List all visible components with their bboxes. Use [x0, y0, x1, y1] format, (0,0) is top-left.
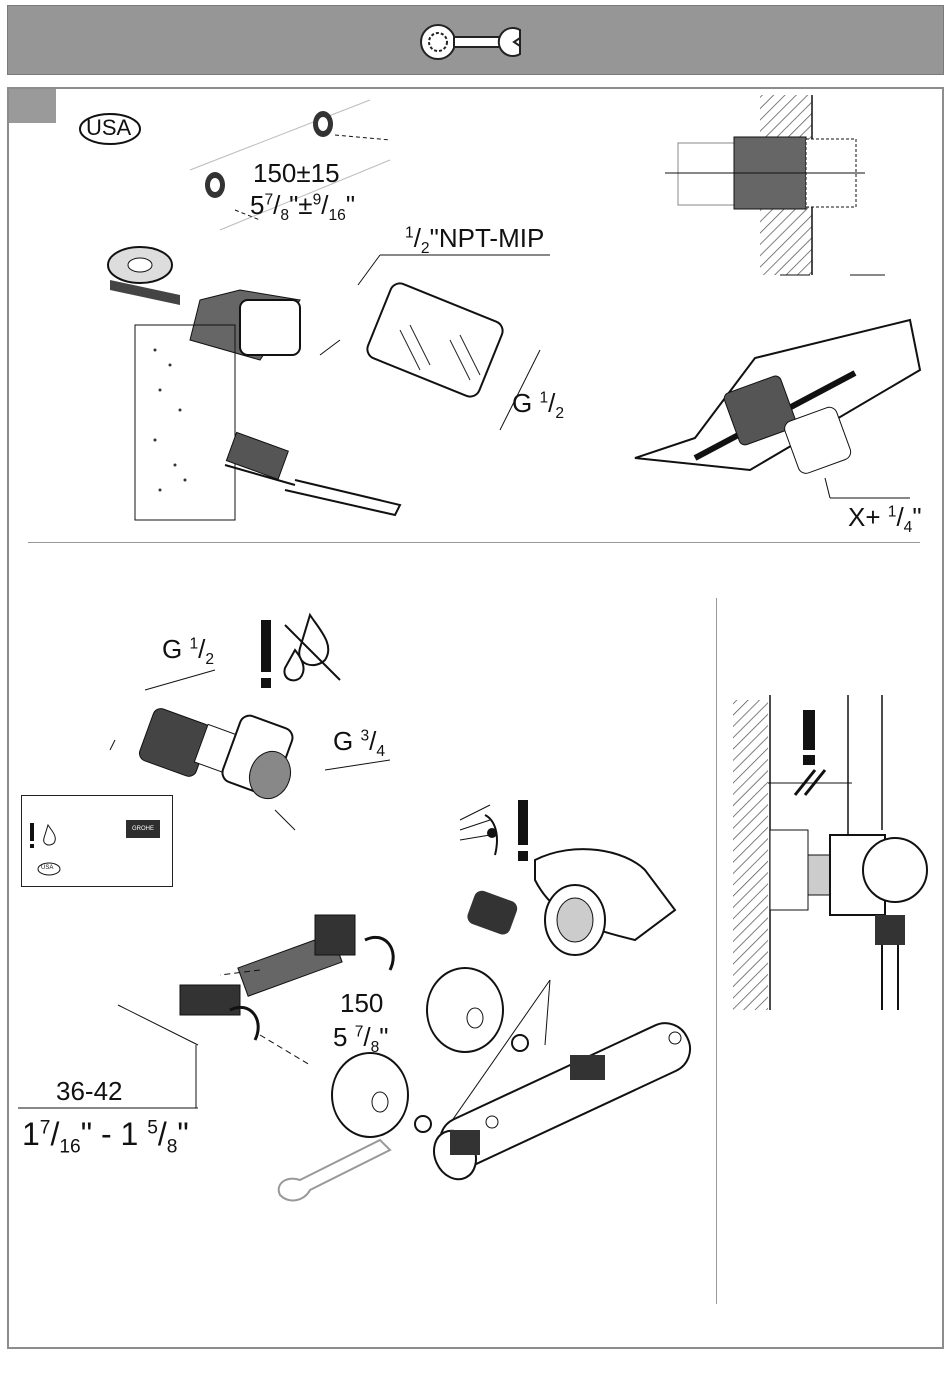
- usa-badge-text: USA: [41, 865, 53, 871]
- wrench-gear-icon: [418, 22, 548, 62]
- column-divider: [716, 598, 717, 1304]
- section-divider: [28, 542, 920, 543]
- usa-badge-text: USA: [86, 117, 131, 139]
- mixer-installation-diagram: [120, 840, 710, 1240]
- spacing-in-label: 57/8"±9/16": [250, 192, 355, 224]
- g-half-thread-label-top: G 1/2: [512, 390, 564, 422]
- cut-length-label: X+ 1/4": [848, 504, 922, 536]
- depth-in-label: 17/16" - 1 5/8": [22, 1118, 189, 1157]
- warning-no-water-icon: [28, 821, 64, 851]
- distance-mm-label: 150: [340, 990, 383, 1016]
- header-bar: [7, 5, 944, 75]
- depth-mm-label: 36-42: [56, 1078, 123, 1104]
- hacksaw-cut-diagram: [630, 318, 920, 508]
- distance-in-label: 5 7/8": [333, 1024, 389, 1056]
- grohe-logo: GROHE: [126, 820, 160, 838]
- wall-section-diagram: [660, 95, 890, 285]
- teflon-tape-and-fitting-diagram: [100, 240, 570, 520]
- step-corner: [9, 89, 56, 123]
- wall-mounted-mixer-side-view: [730, 695, 930, 1015]
- spacing-mm-label: 150±15: [253, 160, 340, 186]
